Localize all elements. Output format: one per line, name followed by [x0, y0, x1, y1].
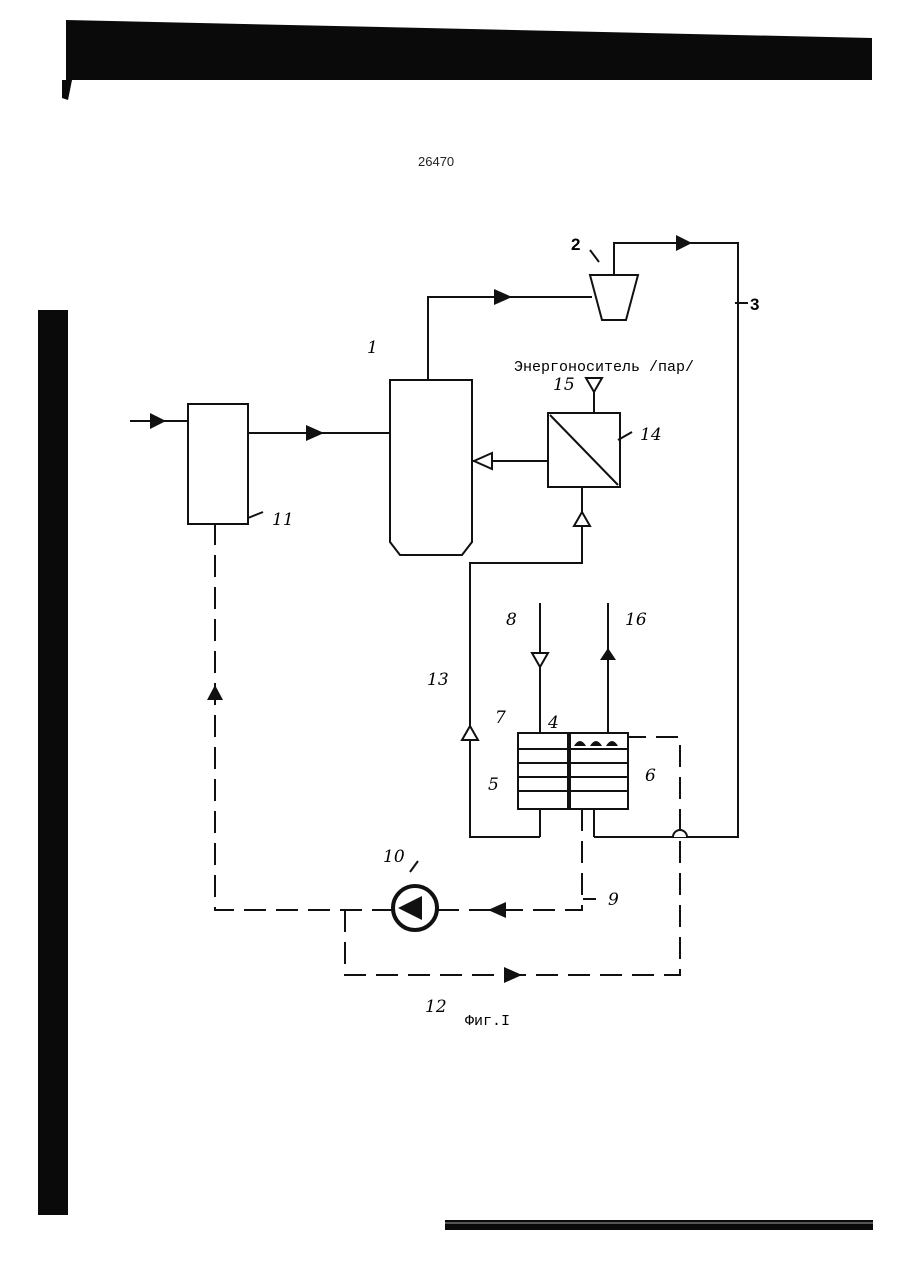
- label-11: 11: [272, 510, 294, 530]
- dashed-line-9: [438, 809, 582, 910]
- unit-7: [518, 733, 568, 809]
- line-3: [594, 243, 738, 837]
- scan-bottom-line: [445, 1220, 873, 1230]
- scan-left-bar: [38, 310, 68, 1215]
- heat-exchanger-14-diagonal: [550, 415, 618, 485]
- label-1: 1: [367, 338, 378, 358]
- label-7: 7: [495, 708, 506, 728]
- label-15: 15: [553, 375, 575, 395]
- label-10: 10: [383, 847, 405, 867]
- label-6: 6: [645, 766, 656, 786]
- label-12: 12: [425, 997, 447, 1017]
- label-3: 3: [750, 295, 759, 314]
- label-16: 16: [625, 610, 647, 630]
- scan-top-bar-corner: [62, 80, 72, 100]
- line-13: [470, 487, 582, 837]
- scan-top-bar: [66, 20, 872, 80]
- compressor-2: [590, 275, 638, 320]
- dashed-line-return: [215, 524, 394, 910]
- label-2: 2: [571, 235, 580, 254]
- energy-carrier-label: Энергоноситель /пар/: [514, 359, 694, 376]
- filled-arrows: [150, 235, 692, 983]
- label-4: 4: [547, 713, 559, 733]
- line-crossover: [673, 830, 687, 837]
- diagram-lines: [130, 243, 748, 899]
- label-13: 13: [427, 670, 449, 690]
- figure-caption: Фиг.I: [465, 1013, 510, 1030]
- scan-bottom-line-thin: [445, 1222, 873, 1224]
- distributor-symbols: [574, 741, 618, 746]
- label-14: 14: [640, 425, 662, 445]
- label-5: 5: [488, 775, 499, 795]
- vessel-1: [390, 380, 472, 555]
- label-9: 9: [608, 890, 619, 910]
- unit-11: [188, 404, 248, 524]
- label-8: 8: [506, 610, 517, 630]
